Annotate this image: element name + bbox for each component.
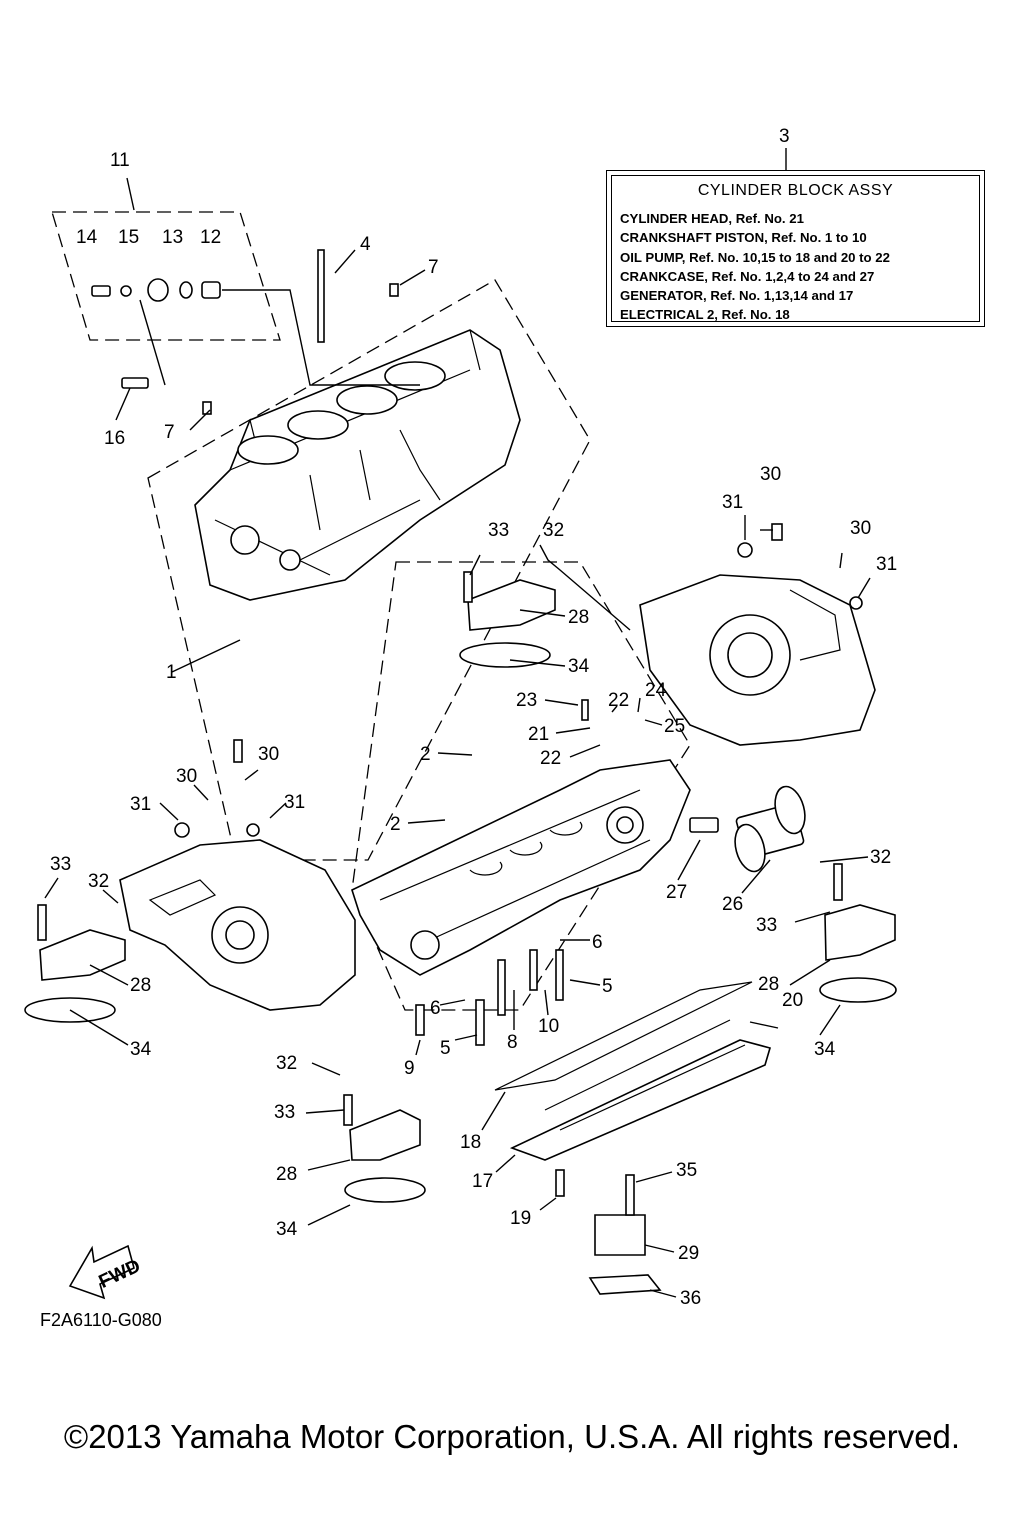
reference-numbers: 11 14 15 13 12 4 7 16 7 1 33 32 28 34 31… [50,150,897,1309]
drawing-code: F2A6110-G080 [40,1310,162,1330]
callout-14: 14 [76,227,98,248]
callout-32c: 32 [870,847,891,868]
callout-12: 12 [200,227,221,248]
callout-31a: 31 [722,492,743,513]
callout-35: 35 [676,1160,697,1181]
forward-direction-arrow: FWD [68,1244,144,1300]
callout-28a: 28 [568,607,589,628]
right-cover-part [639,574,876,746]
callout-5a: 5 [602,976,613,997]
callout-30a: 30 [760,464,781,485]
cylinder-block-part [194,329,521,601]
callout-2b: 2 [390,814,401,835]
callout-28d: 28 [276,1164,297,1185]
small-fittings [91,249,399,415]
callout-22b: 22 [540,748,561,769]
callout-7b: 7 [164,422,175,443]
callout-23: 23 [516,690,537,711]
oil-pan-part [494,981,771,1161]
oil-filter-part [689,785,806,873]
callout-20: 20 [782,990,803,1011]
crankcase-part [351,759,691,976]
assembly-line: CRANKCASE, Ref. No. 1,2,4 to 24 and 27 [620,268,875,284]
callout-33a: 33 [488,520,509,541]
bolts [37,523,863,1216]
callout-18: 18 [460,1132,481,1153]
callout-32d: 32 [276,1053,297,1074]
callout-10: 10 [538,1016,559,1037]
callout-9: 9 [404,1058,415,1079]
callout-30b: 30 [850,518,871,539]
callout-31d: 31 [284,792,305,813]
callout-33d: 33 [274,1102,295,1123]
assembly-info-inner: CYLINDER BLOCK ASSY CYLINDER HEAD, Ref. … [611,175,980,322]
callout-28c: 28 [758,974,779,995]
leader-lines [44,148,871,1298]
callout-34b: 34 [130,1039,152,1060]
callout-17: 17 [472,1171,493,1192]
callout-36: 36 [680,1288,701,1309]
assembly-line: CYLINDER HEAD, Ref. No. 21 [620,211,804,226]
callout-31b: 31 [876,554,897,575]
callout-31c: 31 [130,794,151,815]
callout-7a: 7 [428,257,439,278]
callout-13: 13 [162,227,183,248]
callout-24: 24 [645,680,667,701]
group-11-box [51,211,281,341]
callout-21: 21 [528,724,549,745]
callout-19: 19 [510,1208,531,1229]
callout-28b: 28 [130,975,151,996]
assembly-info-box: CYLINDER BLOCK ASSY CYLINDER HEAD, Ref. … [606,170,985,327]
callout-3: 3 [779,126,790,147]
callout-6a: 6 [592,932,603,953]
assembly-line: OIL PUMP, Ref. No. 10,15 to 18 and 20 to… [620,249,890,265]
callout-8: 8 [507,1032,518,1053]
callout-34a: 34 [568,656,590,677]
assembly-line: GENERATOR, Ref. No. 1,13,14 and 17 [620,288,854,304]
assembly-line: CRANKSHAFT PISTON, Ref. No. 1 to 10 [620,230,867,246]
callout-6b: 6 [430,998,441,1019]
callout-33c: 33 [756,915,777,936]
callout-25: 25 [664,716,685,737]
callout-34d: 34 [276,1219,298,1240]
callout-22a: 22 [608,690,629,711]
callout-11: 11 [110,150,130,171]
left-cover-part [119,839,356,1011]
copyright-notice: ©2013 Yamaha Motor Corporation, U.S.A. A… [63,1418,961,1455]
callout-16: 16 [104,428,125,449]
callout-33b: 33 [50,854,71,875]
mount-brackets [24,579,897,1295]
callout-30c: 30 [258,744,279,765]
callout-4: 4 [360,234,371,255]
callout-5b: 5 [440,1038,451,1059]
callout-1: 1 [166,662,177,683]
callout-2a: 2 [420,744,431,765]
callout-29: 29 [678,1243,699,1264]
callout-27: 27 [666,882,687,903]
callout-30d: 30 [176,766,197,787]
assembly-title: CYLINDER BLOCK ASSY [697,182,894,199]
callout-34c: 34 [814,1039,836,1060]
callout-26: 26 [722,894,743,915]
callout-15: 15 [118,227,139,248]
callout-32b: 32 [88,871,109,892]
assembly-line: ELECTRICAL 2, Ref. No. 18 [620,307,790,323]
callout-32a: 32 [543,520,564,541]
